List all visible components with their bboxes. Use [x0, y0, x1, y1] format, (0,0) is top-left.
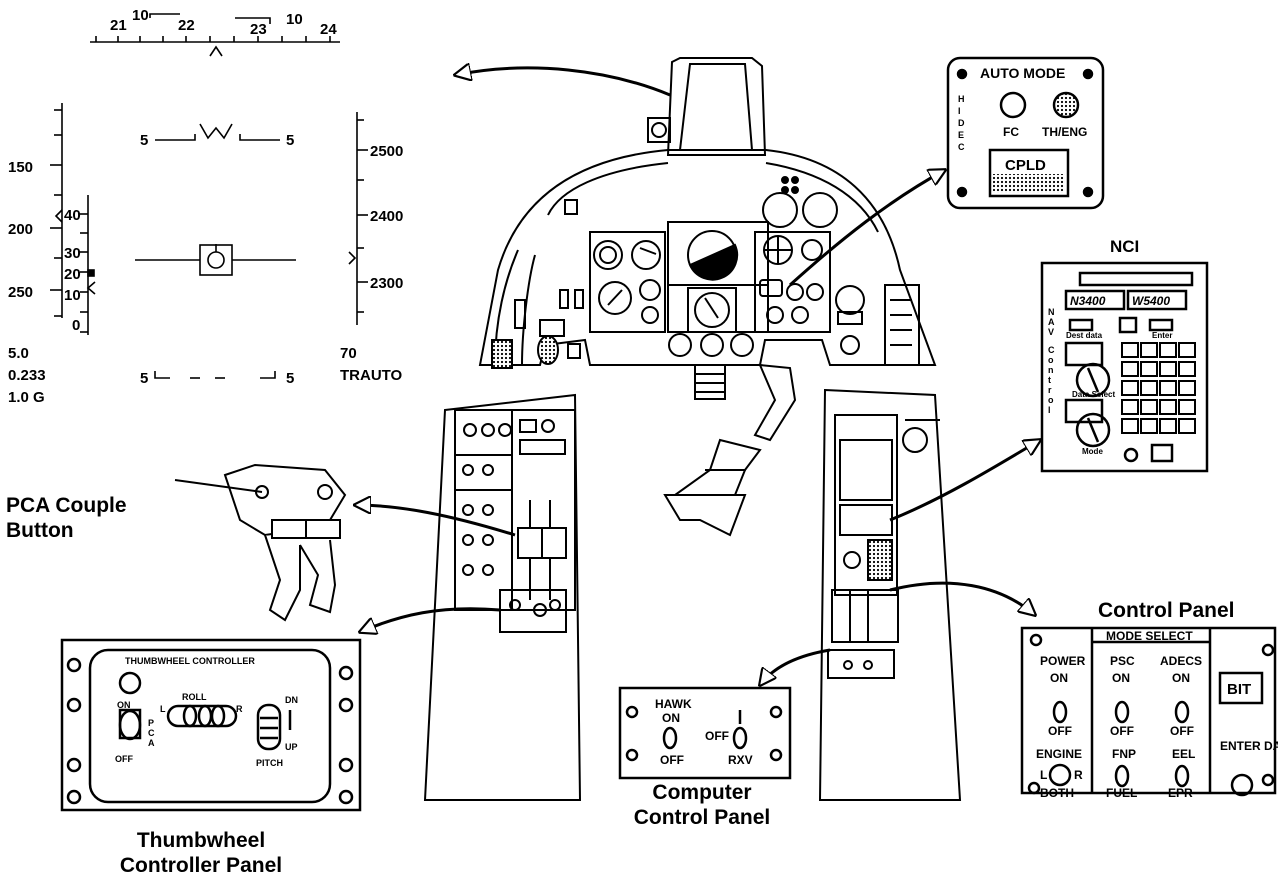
thumbwheel-controller-panel-label: Thumbwheel Controller Panel	[101, 830, 301, 876]
left-console	[425, 395, 580, 800]
pitch-label-lower-left: 5	[140, 370, 148, 387]
mode-select-title: MODE SELECT	[1106, 629, 1193, 643]
cpld-label: CPLD	[1005, 157, 1046, 174]
heading-bug-left: 10	[132, 7, 149, 24]
heading-bug-right: 10	[286, 11, 303, 28]
nci-panel	[1042, 263, 1207, 471]
thumbwheel-label-line2: Controller Panel	[101, 855, 301, 876]
pca-label-line2: Button	[6, 520, 127, 541]
nci-mode: Mode	[1082, 447, 1103, 456]
pitch-dn-label: DN	[285, 695, 298, 705]
readout-ratio: 0.233	[8, 367, 46, 384]
pca-label-line1: PCA Couple	[6, 495, 127, 516]
roll-r-label: R	[236, 704, 243, 714]
readout-mach: 5.0	[8, 345, 29, 362]
nci-lat: N3400	[1070, 294, 1106, 308]
thumbwheel-label-line1: Thumbwheel	[101, 830, 301, 851]
thumbwheel-title: THUMBWHEEL CONTROLLER	[125, 656, 255, 666]
readout-trauto: TRAUTO	[340, 367, 403, 384]
pca-off-label: OFF	[115, 754, 133, 764]
eel-label: EEL	[1172, 747, 1195, 761]
alpha-label-0: 0	[72, 317, 80, 334]
th-eng-label: TH/ENG	[1042, 125, 1087, 139]
computer-label-line1: Computer	[602, 782, 802, 803]
alpha-label-40: 40	[64, 207, 81, 224]
readout-throttle: 70	[340, 345, 357, 362]
instrument-panel	[480, 58, 935, 399]
heading-tick-24: 24	[320, 21, 337, 38]
pitch-label-lower-right: 5	[286, 370, 294, 387]
alt-label-2500: 2500	[370, 143, 403, 160]
pitch-label-upper-left: 5	[140, 132, 148, 149]
eel-epr-label: EPR	[1168, 786, 1193, 800]
hawk-label: HAWK	[655, 697, 692, 711]
rcv-off-label: OFF	[705, 729, 729, 743]
speed-label-200: 200	[8, 221, 33, 238]
pca-couple-button-label: PCA Couple Button	[6, 495, 127, 541]
engine-l-label: L	[1040, 768, 1047, 782]
pitch-label-upper-right: 5	[286, 132, 294, 149]
auto-mode-title: AUTO MODE	[980, 65, 1065, 81]
psc-off-label: OFF	[1110, 724, 1134, 738]
computer-control-panel-label: Computer Control Panel	[602, 782, 802, 828]
alpha-label-30: 30	[64, 245, 81, 262]
roll-l-label: L	[160, 704, 166, 714]
power-on-label: ON	[1050, 671, 1068, 685]
power-off-label: OFF	[1048, 724, 1072, 738]
alt-label-2400: 2400	[370, 208, 403, 225]
computer-label-line2: Control Panel	[602, 807, 802, 828]
nci-data-select: Data Select	[1072, 390, 1115, 399]
engine-label: ENGINE	[1036, 747, 1082, 761]
bit-label: BIT	[1227, 681, 1251, 698]
alt-label-2300: 2300	[370, 275, 403, 292]
engine-both-label: BOTH	[1040, 786, 1074, 800]
heading-tick-21: 21	[110, 17, 127, 34]
right-console	[820, 390, 960, 800]
rxv-label: RXV	[728, 753, 753, 767]
enter-data-label: ENTER DATA	[1220, 739, 1278, 753]
alpha-label-20: 20	[64, 266, 81, 283]
hud-display	[50, 14, 368, 378]
fnp-label: FNP	[1112, 747, 1136, 761]
speed-label-250: 250	[8, 284, 33, 301]
callout-arrows	[355, 68, 1040, 685]
pitch-ladder	[135, 124, 296, 378]
altitude-tape	[349, 112, 368, 325]
heading-tick-23: 23	[250, 21, 267, 38]
hawk-on-label: ON	[662, 711, 680, 725]
alpha-label-10: 10	[64, 287, 81, 304]
psc-label: PSC	[1110, 654, 1135, 668]
pitch-label: PITCH	[256, 758, 283, 768]
adecs-on-label: ON	[1172, 671, 1190, 685]
roll-label: ROLL	[182, 692, 207, 702]
nci-side-label: NAV Control	[1048, 307, 1057, 415]
hawk-off-label: OFF	[660, 753, 684, 767]
nci-title: NCI	[1110, 237, 1139, 256]
psc-on-label: ON	[1112, 671, 1130, 685]
engine-r-label: R	[1074, 768, 1083, 782]
readout-g: 1.0 G	[8, 389, 45, 406]
speed-tape	[50, 103, 62, 318]
adecs-label: ADECS	[1160, 654, 1202, 668]
nci-lon: W5400	[1132, 294, 1170, 308]
pca-throttle-grip	[225, 465, 345, 620]
power-label: POWER	[1040, 654, 1086, 668]
pca-on-label: ON	[117, 700, 131, 710]
nci-enter: Enter	[1152, 331, 1172, 340]
heading-tick-22: 22	[178, 17, 195, 34]
control-panel-label: Control Panel	[1098, 600, 1235, 621]
fc-label: FC	[1003, 125, 1019, 139]
speed-label-150: 150	[8, 159, 33, 176]
throttle-and-stick	[665, 365, 795, 535]
nci-dest-data: Dest data	[1066, 331, 1103, 340]
fnp-fuel-label: FUEL	[1106, 786, 1137, 800]
pitch-up-label: UP	[285, 742, 298, 752]
adecs-off-label: OFF	[1170, 724, 1194, 738]
